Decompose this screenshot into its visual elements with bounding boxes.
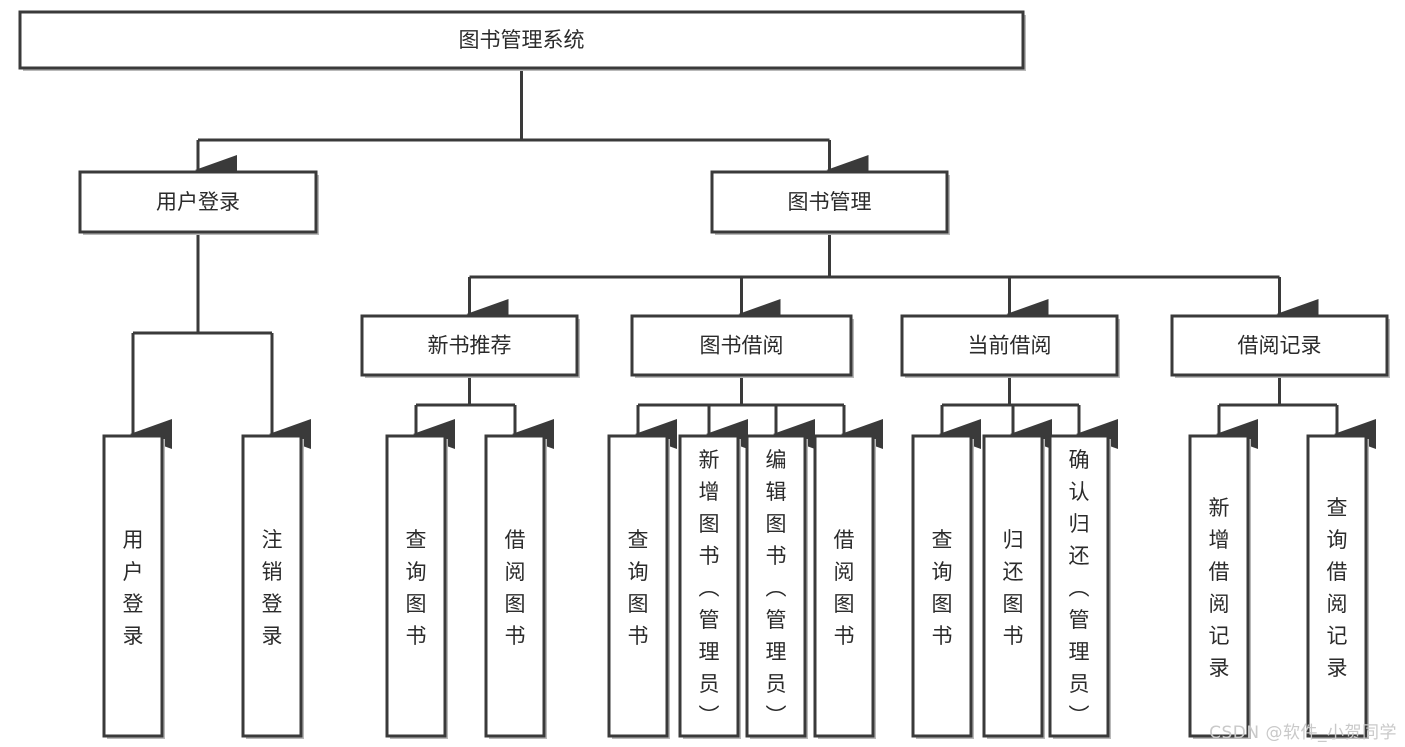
svg-text:查询图书: 查询图书: [406, 528, 427, 648]
node-box-book-management[interactable]: [710, 170, 949, 234]
svg-text:用户登录: 用户登录: [123, 528, 144, 648]
node-label-leaf-add-record: 新增借阅记录: [1209, 496, 1230, 680]
node-box-leaf-query-record[interactable]: [1306, 434, 1368, 738]
svg-text:编辑图书︵管理员︶: 编辑图书︵管理员︶: [766, 448, 787, 728]
node-box-current-borrow[interactable]: [900, 314, 1119, 377]
node-label-current-borrow: 当前借阅: [968, 334, 1052, 358]
node-box-borrow-record[interactable]: [1170, 314, 1389, 377]
node-box-new-book-recommend[interactable]: [360, 314, 579, 377]
node-box-leaf-user-logout[interactable]: [241, 434, 303, 738]
node-label-user-login: 用户登录: [156, 190, 240, 214]
node-box-leaf-query-book-3[interactable]: [911, 434, 973, 738]
node-boxes: [18, 10, 1389, 738]
node-label-leaf-confirm-return: 确认归还︵管理员︶: [1069, 448, 1090, 728]
node-label-leaf-borrow-book-1: 借阅图书: [505, 528, 526, 648]
node-label-book-borrow: 图书借阅: [700, 334, 784, 358]
node-box-book-borrow[interactable]: [630, 314, 853, 377]
node-label-root: 图书管理系统: [459, 28, 585, 52]
node-box-root[interactable]: [18, 10, 1025, 70]
svg-text:注销登录: 注销登录: [262, 528, 283, 648]
node-label-leaf-user-login: 用户登录: [123, 528, 144, 648]
svg-text:确认归还︵管理员︶: 确认归还︵管理员︶: [1069, 448, 1090, 728]
node-label-leaf-return-book: 归还图书: [1003, 528, 1024, 648]
svg-text:新增图书︵管理员︶: 新增图书︵管理员︶: [699, 448, 720, 728]
node-labels: 图书管理系统用户登录图书管理新书推荐图书借阅当前借阅借阅记录用户登录注销登录查询…: [123, 28, 1348, 728]
node-label-book-management: 图书管理: [788, 190, 872, 214]
node-label-borrow-record: 借阅记录: [1238, 334, 1322, 358]
svg-text:查询图书: 查询图书: [932, 528, 953, 648]
node-box-leaf-return-book[interactable]: [982, 434, 1044, 738]
node-label-leaf-add-book: 新增图书︵管理员︶: [699, 448, 720, 728]
connector-lines: [130, 68, 1376, 449]
node-label-leaf-query-book-3: 查询图书: [932, 528, 953, 648]
node-label-leaf-query-record: 查询借阅记录: [1327, 496, 1348, 680]
node-box-leaf-edit-book[interactable]: [745, 434, 807, 738]
node-box-leaf-confirm-return[interactable]: [1048, 434, 1110, 738]
node-label-leaf-user-logout: 注销登录: [262, 528, 283, 648]
node-box-leaf-query-book-1[interactable]: [385, 434, 447, 738]
node-label-leaf-borrow-book-2: 借阅图书: [834, 528, 855, 648]
svg-text:借阅图书: 借阅图书: [834, 528, 855, 648]
svg-text:新增借阅记录: 新增借阅记录: [1209, 496, 1230, 680]
svg-text:查询图书: 查询图书: [628, 528, 649, 648]
svg-text:借阅图书: 借阅图书: [505, 528, 526, 648]
node-box-user-login[interactable]: [78, 170, 318, 234]
node-label-leaf-query-book-1: 查询图书: [406, 528, 427, 648]
node-box-leaf-query-book-2[interactable]: [607, 434, 669, 738]
csdn-watermark: CSDN @软件_小贺同学: [1209, 723, 1397, 743]
node-box-leaf-user-login[interactable]: [102, 434, 164, 738]
svg-text:归还图书: 归还图书: [1003, 528, 1024, 648]
node-box-leaf-add-book[interactable]: [678, 434, 740, 738]
svg-text:查询借阅记录: 查询借阅记录: [1327, 496, 1348, 680]
node-box-leaf-add-record[interactable]: [1188, 434, 1250, 738]
node-label-leaf-edit-book: 编辑图书︵管理员︶: [766, 448, 787, 728]
node-box-leaf-borrow-book-2[interactable]: [813, 434, 875, 738]
node-box-leaf-borrow-book-1[interactable]: [484, 434, 546, 738]
node-label-new-book-recommend: 新书推荐: [428, 334, 512, 358]
node-label-leaf-query-book-2: 查询图书: [628, 528, 649, 648]
